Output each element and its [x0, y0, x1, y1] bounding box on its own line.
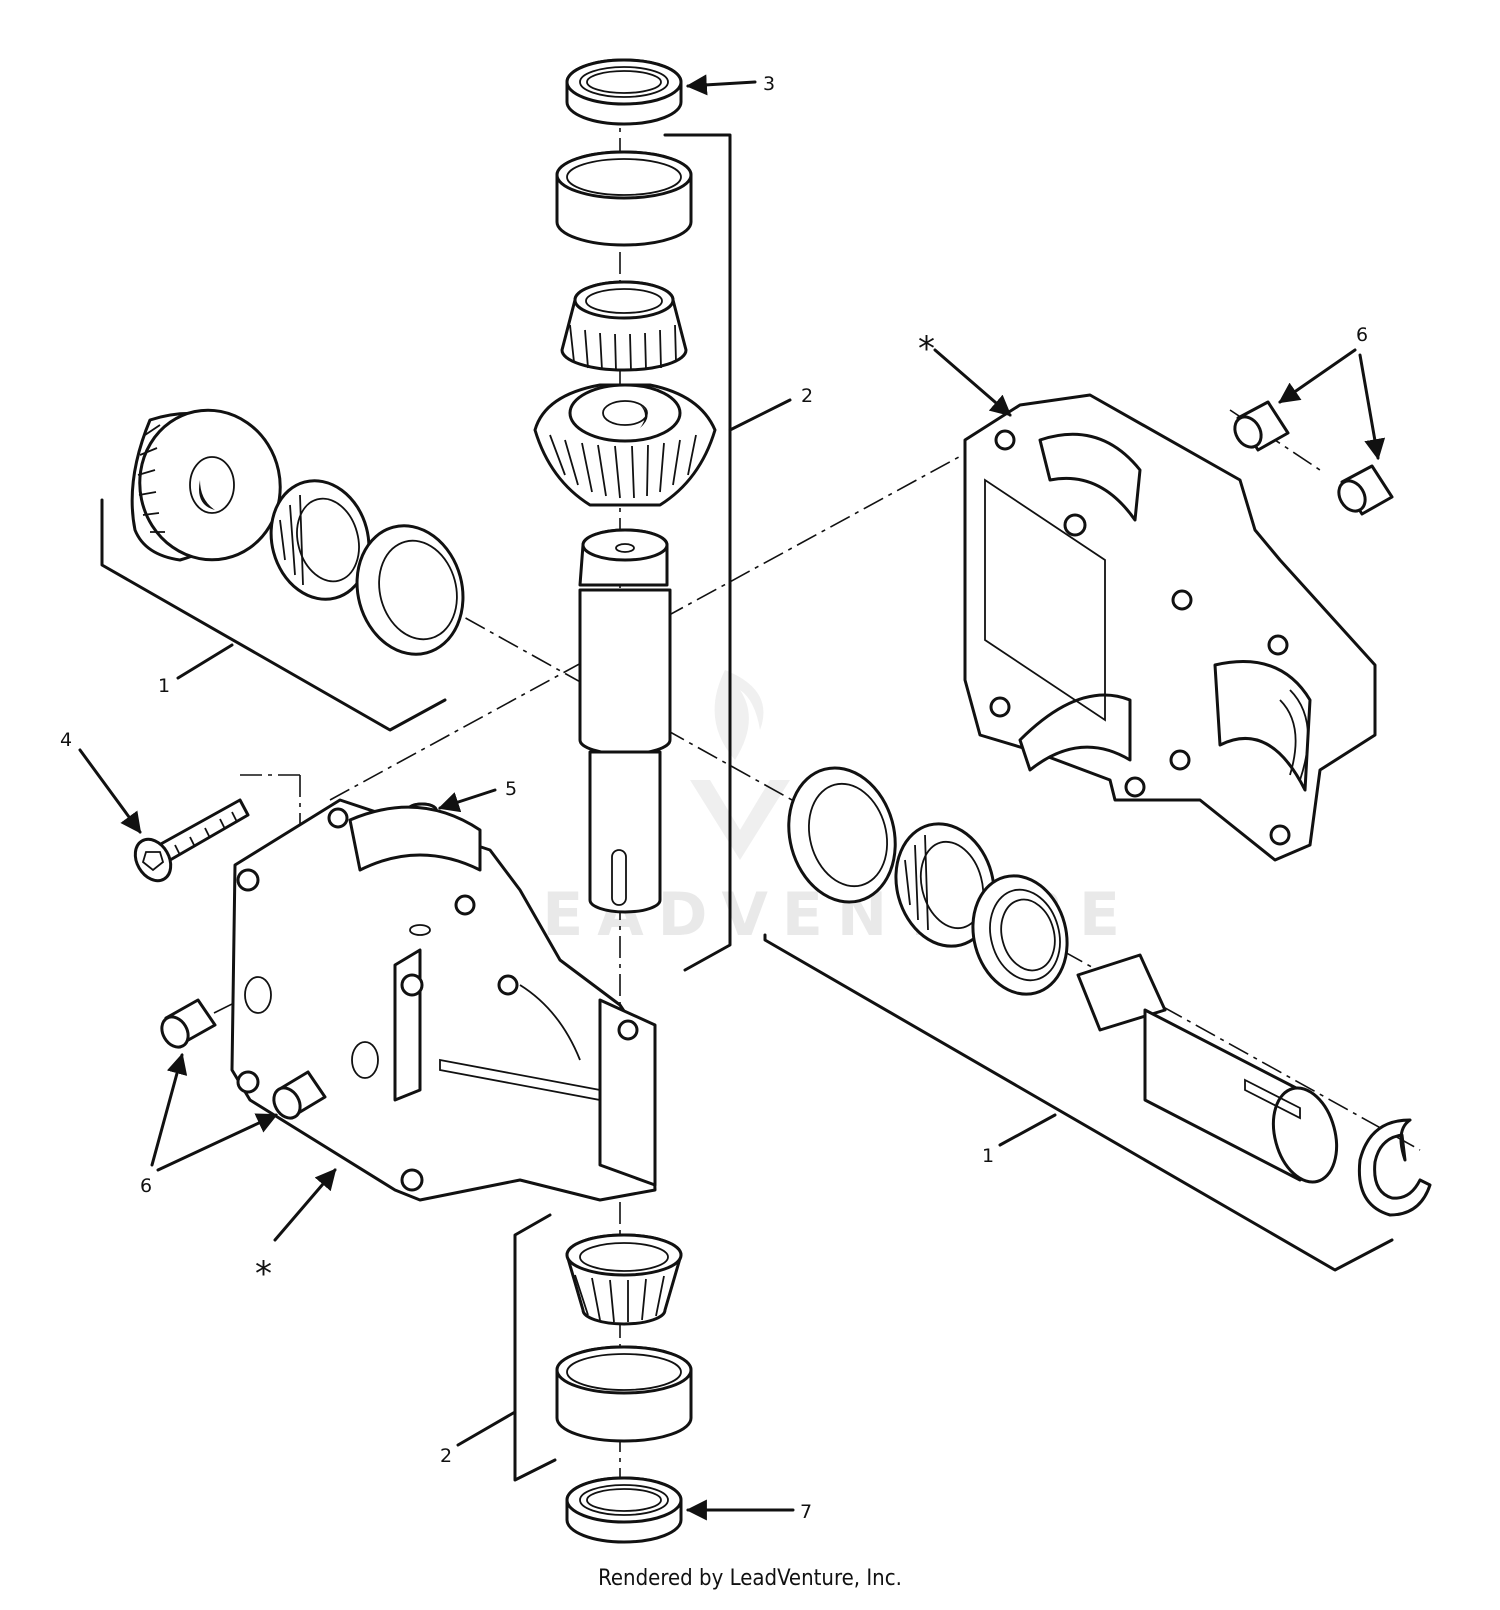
leader-arrows: [78, 74, 1386, 1521]
gear-housing-left: [230, 798, 657, 1202]
bevel-pinion-gear: [533, 383, 717, 507]
bearing-cup-right: [787, 766, 897, 904]
callout-2-top: 2: [801, 385, 813, 407]
seal-part-7: [565, 1476, 683, 1544]
horizontal-shaft: [1076, 953, 1339, 1184]
tapered-bearing-top: [560, 280, 688, 372]
bearing-cup-bottom: [555, 1345, 693, 1443]
callout-5: 5: [505, 778, 517, 800]
set-screws-part-6-left: [160, 998, 327, 1120]
bearing-cup-left: [355, 524, 465, 656]
star-top-right: *: [918, 329, 935, 369]
retaining-ring: [1357, 1118, 1432, 1217]
bearing-cup-top: [555, 150, 693, 247]
ball-bearing-right: [971, 874, 1069, 996]
star-bottom-left: *: [255, 1254, 272, 1294]
callout-4: 4: [60, 729, 72, 751]
bracket-lines: [100, 133, 1394, 1482]
callout-6-left: 6: [140, 1175, 152, 1197]
vertical-shaft: [578, 528, 672, 914]
tapered-bearing-bottom: [565, 1233, 683, 1326]
callout-7: 7: [800, 1501, 812, 1523]
footer-credit: Rendered by LeadVenture, Inc.: [598, 1566, 902, 1591]
callout-3: 3: [763, 73, 775, 95]
callout-labels: 3 2 6 1 4 5 6 1 2 7 * *: [60, 73, 1368, 1523]
callout-1-left: 1: [158, 675, 170, 697]
socket-head-bolt-part-4: [133, 798, 250, 883]
bevel-gear-left: [130, 408, 282, 562]
callout-6-right: 6: [1356, 324, 1368, 346]
seal-part-3: [565, 58, 683, 126]
tapered-bearing-right: [894, 822, 996, 948]
set-screws-part-6-right: [1233, 400, 1394, 516]
gear-housing-right: [963, 393, 1377, 862]
tapered-bearing-left: [269, 479, 371, 601]
callout-1-right: 1: [982, 1145, 994, 1167]
callout-2-bottom: 2: [440, 1445, 452, 1467]
